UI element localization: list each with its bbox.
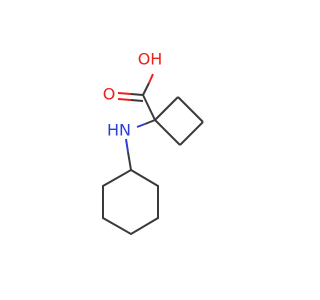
- cyclohexane-ring: [102, 168, 159, 236]
- bond-carbonyl-red-2: [117, 98, 132, 101]
- molecule-diagram: OH O HN: [102, 50, 204, 236]
- bond-cyclobutane-1: [154, 96, 179, 121]
- bond-acid-carbon-hydroxyl-gray: [142, 82, 150, 96]
- bond-carbonyl-gray-1: [130, 93, 144, 96]
- bond-amine-cyclohexyl-blue: [125, 138, 129, 153]
- bond-amine-cyclohexyl-gray: [127, 151, 132, 171]
- structure-canvas: OH O HN: [102, 49, 204, 236]
- amine-label: HN: [107, 121, 131, 140]
- hydroxyl-label: OH: [138, 50, 163, 69]
- bond-carbonyl-gray-2: [130, 99, 144, 102]
- bond-carbonyl-red-1: [117, 92, 132, 95]
- bond-cyclobutane-4: [154, 119, 181, 146]
- bond-quaternary-carbon-amine-blue: [136, 123, 146, 128]
- bond-acid-carbon-hydroxyl-red: [148, 73, 154, 84]
- bond-quaternary-carbon-amine-gray: [144, 119, 156, 125]
- bond-acid-carbon-quaternary-carbon: [142, 94, 156, 121]
- carbonyl-oxygen-label: O: [103, 85, 116, 104]
- bond-cyclobutane-2: [177, 96, 204, 123]
- bond-cyclobutane-3: [179, 121, 204, 146]
